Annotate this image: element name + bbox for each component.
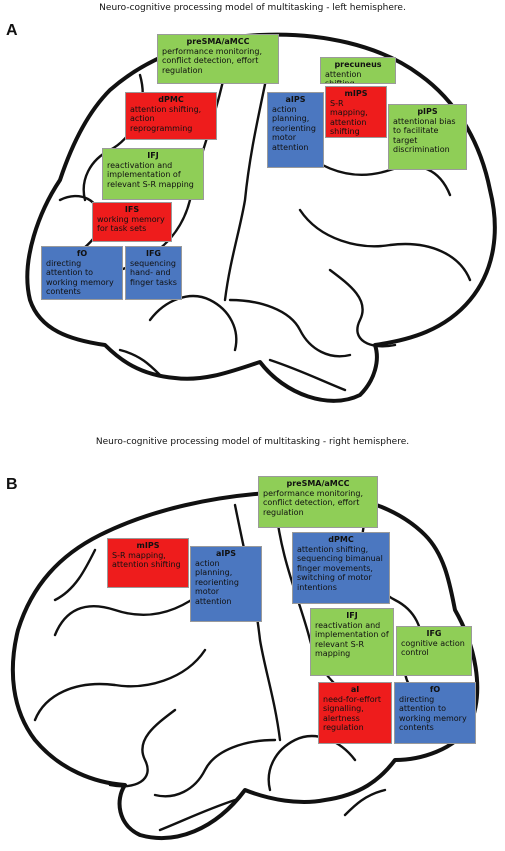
region-name: IFG bbox=[426, 629, 442, 638]
region-name: precuneus bbox=[334, 60, 382, 69]
region-function: attention shifting bbox=[325, 69, 362, 84]
region-name: fO bbox=[429, 685, 441, 694]
region-box-b-ifg: IFG cognitive action control bbox=[396, 626, 472, 676]
region-name: aIPS bbox=[216, 549, 236, 558]
region-name: IFG bbox=[145, 249, 161, 258]
region-name: IFS bbox=[124, 205, 140, 214]
region-box-b-presma-amcc: preSMA/aMCC performance monitoring, conf… bbox=[258, 476, 378, 528]
region-function: S-R mapping, attention shifting bbox=[330, 98, 368, 137]
region-function: attention shifting, action reprogramming bbox=[130, 104, 202, 133]
region-name: aIPS bbox=[285, 95, 306, 104]
region-function: S-R mapping, attention shifting bbox=[112, 550, 181, 570]
panel-a-letter: A bbox=[6, 22, 18, 39]
region-name: preSMA/aMCC bbox=[286, 479, 350, 488]
region-box-a-ifg: IFG sequencing hand- and finger tasks bbox=[125, 246, 182, 300]
region-name: aI bbox=[350, 685, 360, 694]
region-box-a-ifs: IFS working memory for task sets bbox=[92, 202, 172, 242]
region-name: mIPS bbox=[136, 541, 160, 550]
region-box-a-fo: fO directing attention to working memory… bbox=[41, 246, 123, 300]
region-name: preSMA/aMCC bbox=[186, 37, 250, 46]
region-box-a-ifj: IFJ reactivation and implementation of r… bbox=[102, 148, 204, 200]
region-box-b-aips: aIPS action planning, reorienting motor … bbox=[190, 546, 262, 622]
region-function: directing attention to working memory co… bbox=[46, 258, 114, 297]
region-box-a-dpmc: dPMC attention shifting, action reprogra… bbox=[125, 92, 217, 140]
region-box-b-mips: mIPS S-R mapping, attention shifting bbox=[107, 538, 189, 588]
region-name: dPMC bbox=[158, 95, 184, 104]
panel-b-title: Neuro-cognitive processing model of mult… bbox=[95, 437, 410, 447]
region-name: pIPS bbox=[417, 107, 438, 116]
region-box-a-aips: aIPS action planning, reorienting motor … bbox=[267, 92, 324, 168]
region-function: reactivation and implementation of relev… bbox=[315, 620, 389, 659]
region-function: performance monitoring, conflict detecti… bbox=[162, 46, 262, 75]
region-name: mIPS bbox=[344, 89, 368, 98]
region-function: need-for-effort signalling, alertness re… bbox=[323, 694, 382, 733]
region-box-b-ai: aI need-for-effort signalling, alertness… bbox=[318, 682, 392, 744]
region-box-a-precuneus: precuneus attention shifting bbox=[320, 57, 396, 84]
region-function: action planning, reorienting motor atten… bbox=[195, 558, 239, 606]
region-box-b-fo: fO directing attention to working memory… bbox=[394, 682, 476, 744]
region-name: dPMC bbox=[328, 535, 354, 544]
region-name: fO bbox=[76, 249, 88, 258]
region-box-b-ifj: IFJ reactivation and implementation of r… bbox=[310, 608, 394, 676]
region-box-b-dpmc: dPMC attention shifting, sequencing bima… bbox=[292, 532, 390, 604]
region-function: reactivation and implementation of relev… bbox=[107, 160, 194, 189]
region-function: sequencing hand- and finger tasks bbox=[130, 258, 177, 287]
panel-a-title: Neuro-cognitive processing model of mult… bbox=[99, 3, 406, 13]
region-function: attentional bias to facilitate target di… bbox=[393, 116, 456, 155]
region-name: IFJ bbox=[346, 611, 358, 620]
region-function: action planning, reorienting motor atten… bbox=[272, 104, 316, 152]
region-function: attention shifting, sequencing bimanual … bbox=[297, 544, 383, 592]
region-box-a-presma-amcc: preSMA/aMCC performance monitoring, conf… bbox=[157, 34, 279, 84]
region-box-a-mips: mIPS S-R mapping, attention shifting bbox=[325, 86, 387, 138]
region-name: IFJ bbox=[147, 151, 159, 160]
region-function: directing attention to working memory co… bbox=[399, 694, 467, 733]
panel-b-letter: B bbox=[6, 476, 18, 493]
region-box-a-pips: pIPS attentional bias to facilitate targ… bbox=[388, 104, 467, 170]
region-function: working memory for task sets bbox=[97, 214, 165, 234]
region-function: performance monitoring, conflict detecti… bbox=[263, 488, 363, 517]
region-function: cognitive action control bbox=[401, 638, 465, 658]
